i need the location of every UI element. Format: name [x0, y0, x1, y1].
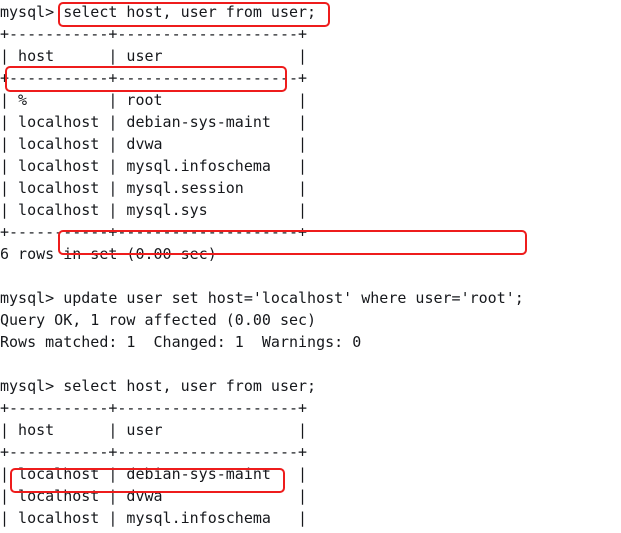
terminal-line: | localhost | mysql.session | [0, 529, 621, 533]
terminal-line: | localhost | dvwa | [0, 487, 308, 505]
terminal-line: +-----------+--------------------+ [0, 69, 308, 87]
terminal-line: Query OK, 1 row affected (0.00 sec) [0, 311, 317, 329]
terminal-line: | % | root | [0, 91, 308, 109]
terminal-line: | localhost | mysql.infoschema | [0, 157, 308, 175]
terminal-line: | localhost | mysql.infoschema | [0, 509, 308, 527]
terminal-line: 6 rows in set (0.00 sec) [0, 245, 217, 263]
terminal-line: mysql> select host, user from user; [0, 377, 317, 395]
terminal-line: | localhost | mysql.sys | [0, 201, 308, 219]
terminal-line: | localhost | debian-sys-maint | [0, 465, 308, 483]
terminal-line: +-----------+--------------------+ [0, 443, 308, 461]
terminal-blank-line [0, 353, 621, 375]
terminal-line: +-----------+--------------------+ [0, 223, 308, 241]
terminal-line: Rows matched: 1 Changed: 1 Warnings: 0 [0, 333, 362, 351]
terminal-line: +-----------+--------------------+ [0, 399, 308, 417]
terminal-line: | host | user | [0, 47, 308, 65]
terminal-line: | localhost | dvwa | [0, 135, 308, 153]
terminal-line: +-----------+--------------------+ [0, 25, 308, 43]
terminal-line: | host | user | [0, 421, 308, 439]
terminal-line: mysql> select host, user from user; [0, 3, 317, 21]
terminal-line: mysql> update user set host='localhost' … [0, 289, 524, 307]
terminal-line: | localhost | debian-sys-maint | [0, 113, 308, 131]
terminal-blank-line [0, 265, 621, 287]
terminal-line: | localhost | mysql.session | [0, 179, 308, 197]
